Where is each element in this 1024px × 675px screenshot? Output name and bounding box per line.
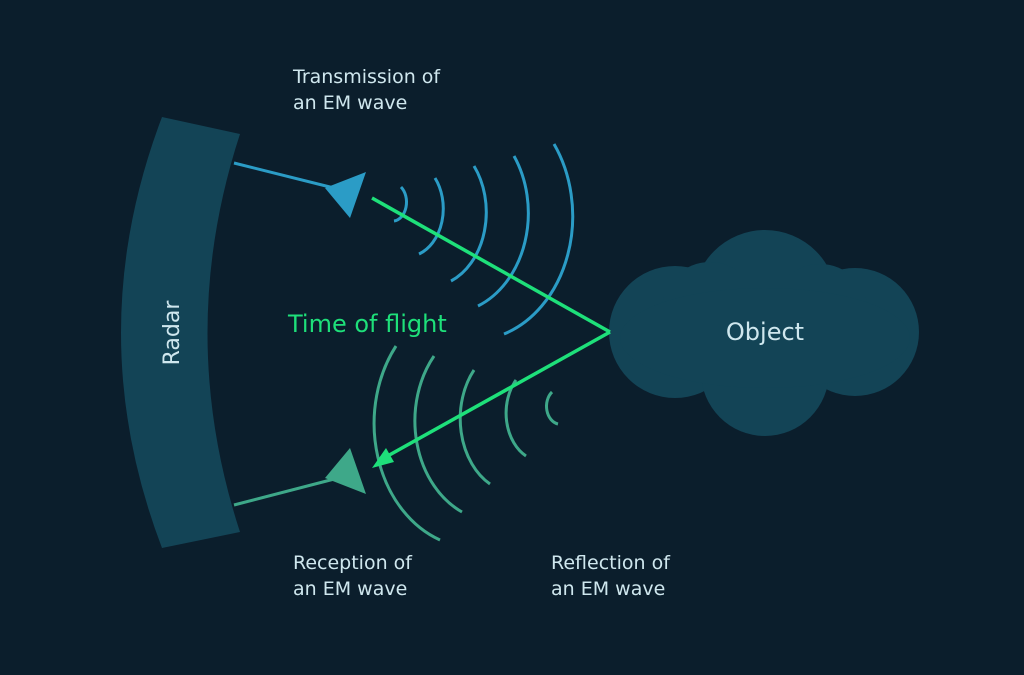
receiver-triangle [325,448,366,494]
object-cloud [609,230,919,436]
flight-path-outgoing [371,196,611,334]
reception-label-line: Reception of [293,552,412,574]
reflected-wave-arc [504,379,527,458]
reflected-wave-arc [372,345,441,542]
flight-path [371,196,611,460]
radar-panel [121,117,240,548]
time-of-flight-label: Time of flight [288,310,447,338]
reflected-wave-arc [545,390,559,426]
reflection-label: Reflection of an EM wave [551,550,670,602]
reflection-label-line: Reflection of [551,552,670,574]
reception-label-line: an EM wave [293,578,408,600]
transmission-label: Transmission of an EM wave [293,64,440,116]
transmission-label-line: an EM wave [293,92,408,114]
transmitted-wave-arc [450,165,488,283]
transmission-label-line: Transmission of [293,66,441,88]
transmitted-wave-arc [503,143,575,336]
reception-label: Reception of an EM wave [293,550,412,602]
transmitter-triangle [325,172,366,218]
reflected-wave-arc [413,355,463,514]
transmitted-wave-arc [418,177,445,256]
reflected-wave-arc [458,369,491,486]
transmitted-wave-arc [477,155,530,308]
reflection-label-line: an EM wave [551,578,666,600]
flight-path-arrowhead [372,448,394,468]
receiver-line [233,475,343,507]
transmitter-line [233,161,343,192]
flight-path-return [383,330,611,460]
transmitted-wave-arcs [393,143,575,336]
object-label: Object [725,318,805,346]
radar-label: Radar [160,300,185,366]
transmitted-wave-arc [393,185,409,223]
